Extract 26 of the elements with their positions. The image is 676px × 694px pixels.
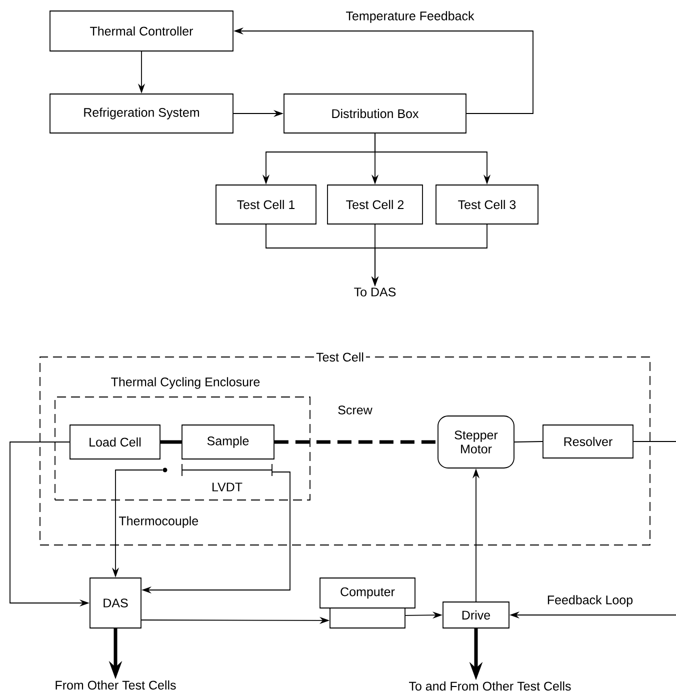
connector-line xyxy=(633,441,676,442)
edge-label: Temperature Feedback xyxy=(344,10,476,24)
process-box: Drive xyxy=(442,602,510,628)
motor-box: Stepper Motor xyxy=(438,416,514,468)
process-box: Sample xyxy=(182,424,274,460)
edge-label: Thermocouple xyxy=(117,514,200,530)
edge-label: Feedback Loop xyxy=(545,594,635,608)
lvdt-bracket: LVDT xyxy=(182,464,272,492)
flow-text: From Other Test Cells xyxy=(56,680,176,690)
edge-label: Screw xyxy=(336,404,374,416)
process-box: Thermal Controller xyxy=(50,10,234,52)
process-box: Test Cell 1 xyxy=(216,184,316,224)
node-label: Thermal Cycling Enclosure xyxy=(111,377,260,389)
process-box: Test Cell 3 xyxy=(436,184,538,224)
process-box: DAS xyxy=(90,578,142,628)
computer-box: Computer xyxy=(320,578,416,628)
process-box: Test Cell 2 xyxy=(327,184,423,224)
connector-line xyxy=(160,440,182,444)
connector-line xyxy=(514,441,543,442)
process-box: Distribution Box xyxy=(284,94,466,134)
flow-text: To and From Other Test Cells xyxy=(409,681,571,691)
connector-line xyxy=(274,440,438,444)
process-box: Resolver xyxy=(542,424,634,458)
flow-text: To DAS xyxy=(354,288,396,296)
process-box: Refrigeration System xyxy=(50,94,234,134)
process-box: Load Cell xyxy=(70,424,160,460)
